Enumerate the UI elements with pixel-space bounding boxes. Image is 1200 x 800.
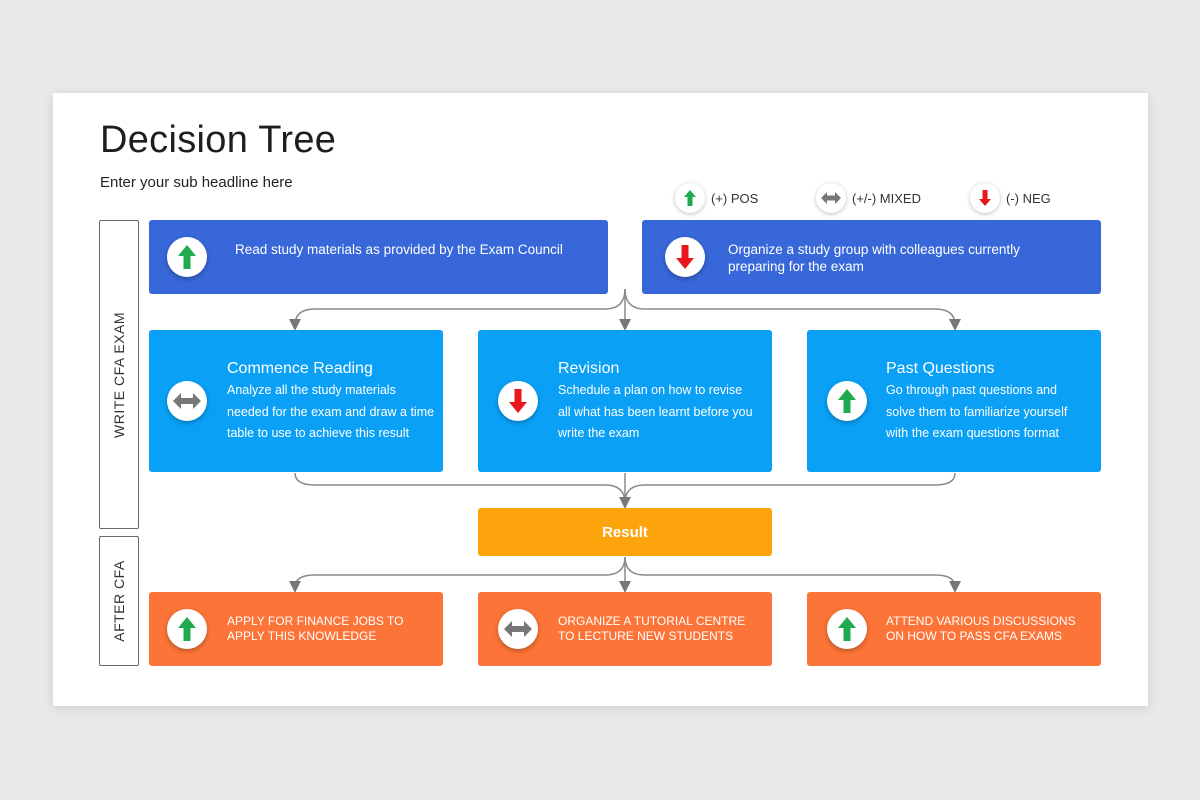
legend-mixed: (+/-) MIXED [816, 183, 921, 213]
bottom-box-text: ORGANIZE A TUTORIAL CENTRE TO LECTURE NE… [558, 614, 746, 643]
arrow-up-green-icon [675, 183, 705, 213]
side-label-write-cfa-exam: WRITE CFA EXAM [99, 220, 139, 529]
legend-pos-label: (+) POS [711, 190, 759, 206]
middle-box-commence-reading: Commence Reading Analyze all the study m… [149, 330, 443, 472]
arrow-down-red-icon [665, 237, 705, 277]
result-box: Result [478, 508, 772, 556]
legend-pos: (+) POS [675, 183, 758, 213]
arrow-up-green-icon [827, 381, 867, 421]
connector-lines [289, 288, 961, 593]
slide: Decision Tree Enter your sub headline he… [53, 93, 1148, 706]
arrow-down-red-icon [970, 183, 1000, 213]
arrow-up-green-icon [167, 237, 207, 277]
middle-box-heading: Revision [558, 360, 620, 377]
arrow-up-green-icon [827, 609, 867, 649]
bottom-box-tutorial-centre: ORGANIZE A TUTORIAL CENTRE TO LECTURE NE… [478, 592, 772, 666]
top-box-text: Read study materials as provided by the … [235, 242, 563, 257]
bottom-box-finance-jobs: APPLY FOR FINANCE JOBS TO APPLY THIS KNO… [149, 592, 443, 666]
arrow-left-right-gray-icon [498, 609, 538, 649]
legend-mixed-label: (+/-) MIXED [852, 190, 921, 206]
middle-box-past-questions: Past Questions Go through past questions… [807, 330, 1101, 472]
legend-neg: (-) NEG [970, 183, 1051, 213]
middle-box-heading: Commence Reading [227, 360, 373, 377]
top-box-study-group: Organize a study group with colleagues c… [642, 220, 1101, 294]
middle-box-body: Analyze all the study materials needed f… [227, 383, 435, 440]
bottom-box-text: APPLY FOR FINANCE JOBS TO APPLY THIS KNO… [227, 614, 404, 643]
bottom-box-discussions: ATTEND VARIOUS DISCUSSIONS ON HOW TO PAS… [807, 592, 1101, 666]
bottom-box-text: ATTEND VARIOUS DISCUSSIONS ON HOW TO PAS… [886, 614, 1076, 643]
page-title: Decision Tree [100, 119, 337, 161]
middle-box-body: Schedule a plan on how to revise all wha… [558, 383, 753, 440]
top-box-text: Organize a study group with colleagues c… [728, 242, 1020, 274]
middle-box-heading: Past Questions [886, 360, 995, 377]
middle-box-body: Go through past questions and solve them… [886, 383, 1068, 440]
side-label-after-cfa: AFTER CFA [99, 536, 139, 666]
arrow-down-red-icon [498, 381, 538, 421]
arrow-left-right-gray-icon [816, 183, 846, 213]
top-box-read-materials: Read study materials as provided by the … [149, 220, 608, 294]
middle-box-revision: Revision Schedule a plan on how to revis… [478, 330, 772, 472]
arrow-left-right-gray-icon [167, 381, 207, 421]
page-subtitle: Enter your sub headline here [100, 174, 293, 191]
arrow-up-green-icon [167, 609, 207, 649]
legend-neg-label: (-) NEG [1006, 190, 1051, 206]
